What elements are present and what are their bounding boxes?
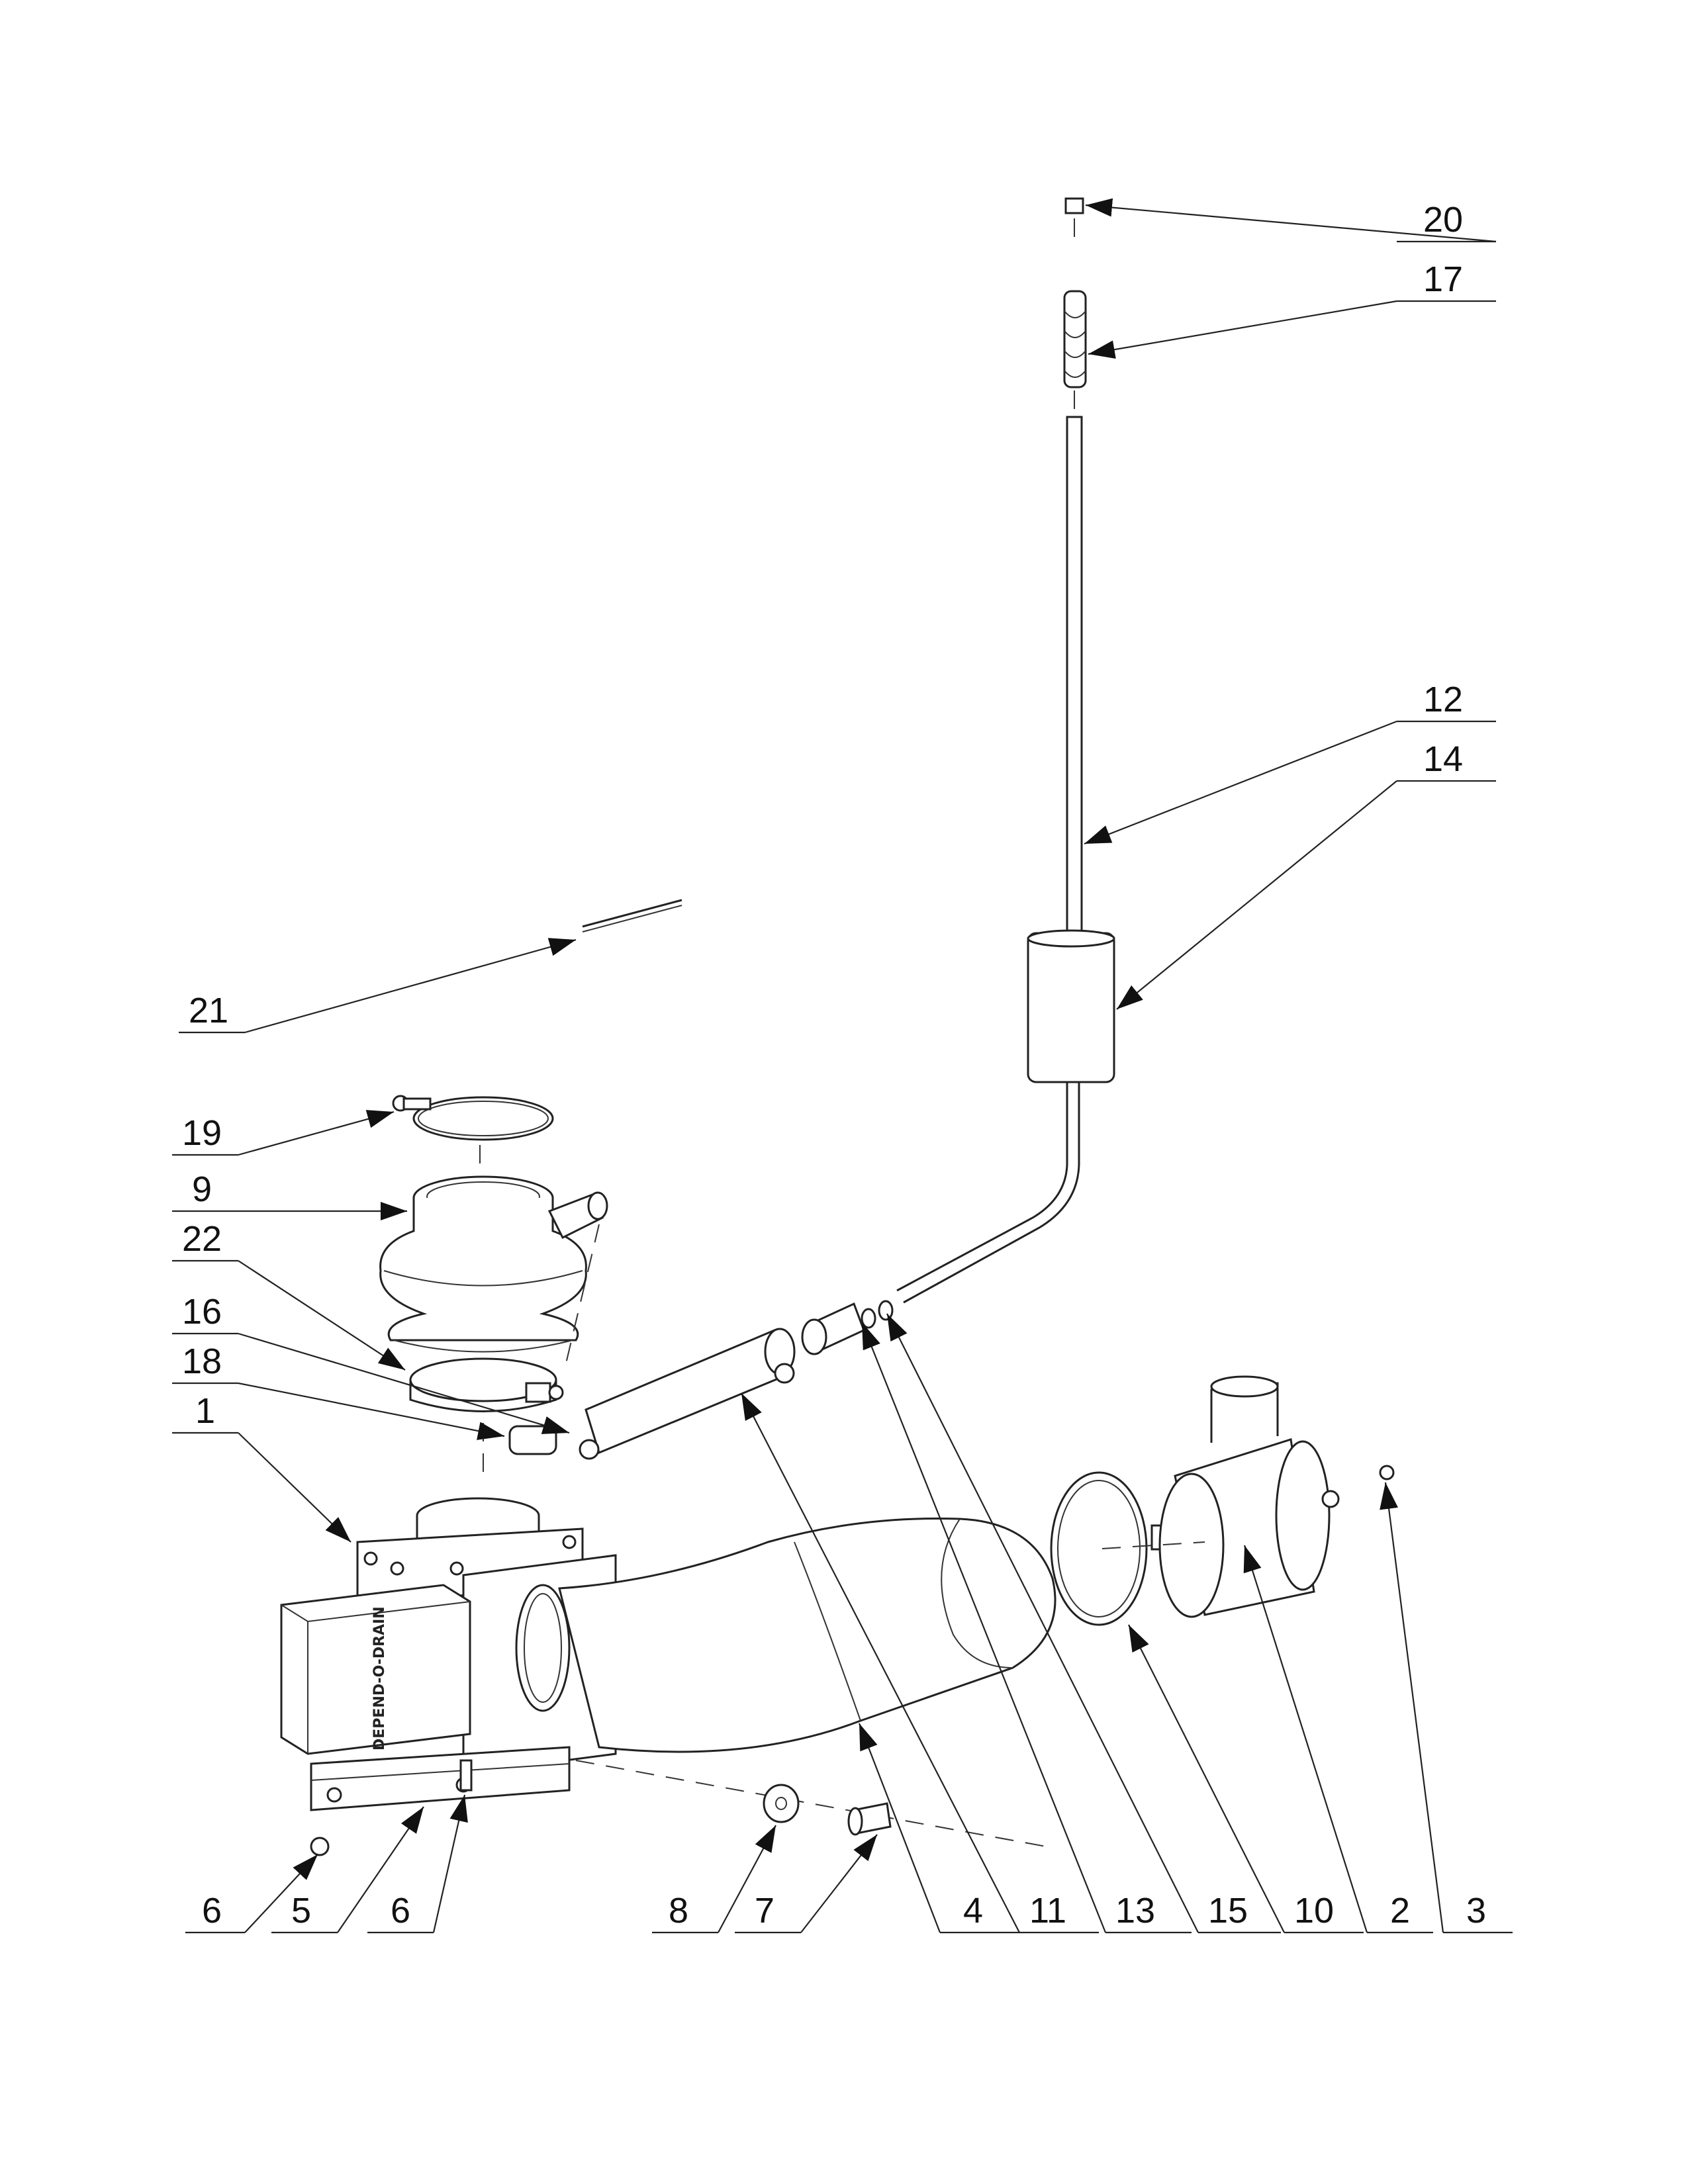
product-stamp: DEPEND-O-DRAIN (371, 1606, 388, 1751)
callout-9: 9 (172, 1169, 407, 1220)
callout-14: 14 (1116, 739, 1496, 1010)
callout-number: 6 (202, 1891, 222, 1931)
callout-3: 3 (1380, 1482, 1513, 1934)
callout-20: 20 (1085, 198, 1497, 243)
callout-number: 15 (1208, 1891, 1248, 1931)
callout-number: 5 (291, 1891, 311, 1931)
callout-number: 6 (391, 1891, 410, 1931)
callout-number: 11 (1029, 1891, 1066, 1931)
callout-number: 20 (1423, 200, 1463, 240)
callout-number: 1 (195, 1391, 215, 1431)
callout-number: 18 (182, 1342, 222, 1381)
part-3-filter-housing (1102, 1375, 1395, 1618)
callout-number: 9 (192, 1169, 212, 1209)
part-22-clamp (409, 1357, 564, 1482)
callout-12: 12 (1084, 680, 1496, 845)
callout-number: 7 (755, 1891, 774, 1931)
part-8-washer (763, 1784, 800, 1823)
part-18-stub (508, 1425, 557, 1455)
part-21-pin (582, 899, 682, 933)
part-10-hose (558, 1517, 1056, 1753)
callout-number: 4 (963, 1891, 983, 1931)
part-cable (896, 1082, 1080, 1304)
callout-number: 22 (182, 1219, 222, 1259)
part-20-cap (1064, 197, 1084, 245)
part-11-bushing (801, 1302, 865, 1355)
callout-7: 7 (735, 1834, 878, 1934)
part-1-valve-body: DEPEND-O-DRAIN (280, 1497, 1047, 1847)
callout-number: 17 (1423, 259, 1463, 299)
part-drawings: DEPEND-O-DRAIN (280, 197, 1395, 1856)
part-12-rod (1066, 416, 1083, 934)
part-7-bolt (847, 1802, 892, 1836)
callout-1: 1 (172, 1391, 352, 1543)
callout-2: 2 (1243, 1545, 1433, 1934)
part-4-tube (579, 1328, 796, 1460)
callout-number: 2 (1390, 1891, 1410, 1931)
callout-number: 19 (182, 1113, 222, 1153)
part-6-nut-left (310, 1837, 330, 1856)
callout-13: 13 (861, 1322, 1192, 1934)
callout-8: 8 (652, 1825, 776, 1934)
callout-21: 21 (179, 938, 577, 1034)
callout-number: 14 (1423, 739, 1463, 779)
callout-15: 15 (886, 1313, 1281, 1934)
part-19-clamp (392, 1095, 554, 1171)
callout-16: 16 (172, 1292, 570, 1434)
callouts: 20 17 12 14 21 19 (172, 198, 1513, 1934)
callout-number: 8 (669, 1891, 688, 1931)
part-17-grip (1063, 290, 1087, 410)
callout-number: 13 (1115, 1891, 1155, 1931)
callout-22: 22 (172, 1219, 406, 1371)
callout-10: 10 (1128, 1624, 1364, 1934)
callout-4: 4 (858, 1723, 1019, 1934)
callout-6-middle: 6 (367, 1794, 468, 1934)
callout-5: 5 (271, 1806, 424, 1934)
part-9-bellows (379, 1175, 608, 1364)
callout-number: 16 (182, 1292, 222, 1332)
callout-17: 17 (1088, 259, 1496, 359)
callout-number: 10 (1294, 1891, 1334, 1931)
part-6-screw (459, 1759, 473, 1792)
callout-number: 12 (1423, 680, 1463, 719)
callout-6-left: 6 (185, 1854, 318, 1934)
callout-number: 21 (189, 991, 228, 1030)
callout-19: 19 (172, 1110, 395, 1156)
callout-18: 18 (172, 1342, 505, 1440)
callout-11: 11 (741, 1392, 1099, 1934)
callout-number: 3 (1466, 1891, 1486, 1931)
part-14-handle (1027, 929, 1115, 1083)
